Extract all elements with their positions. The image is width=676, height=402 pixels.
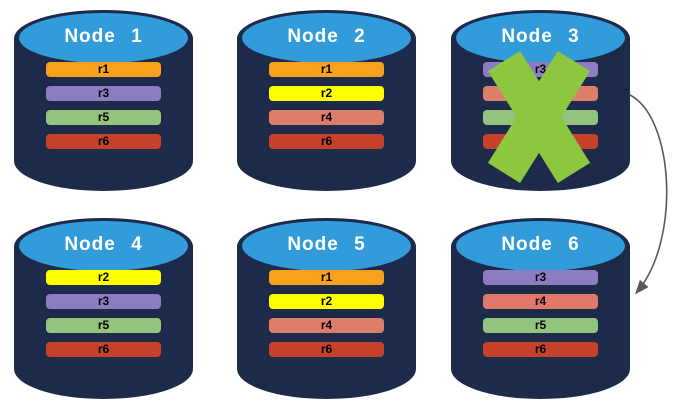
replica-bar: r2 — [269, 294, 384, 309]
replica-list: r1 r2 r4 r6 — [269, 270, 384, 366]
replica-list: r3 r4 r5 r6 — [483, 62, 598, 158]
node-2-cylinder: Node 2 r1 r2 r4 r6 — [237, 10, 416, 191]
replica-bar: r4 — [269, 318, 384, 333]
node-title: Node 2 — [287, 26, 366, 47]
replica-bar: r4 — [269, 110, 384, 125]
node-title: Node 5 — [287, 234, 366, 255]
replica-bar: r3 — [483, 62, 598, 77]
replica-list: r2 r3 r5 r6 — [46, 270, 161, 366]
replica-bar: r1 — [269, 270, 384, 285]
replica-bar: r6 — [46, 342, 161, 357]
replica-bar: r5 — [46, 318, 161, 333]
replica-bar: r6 — [46, 134, 161, 149]
node-3-cylinder: Node 3 r3 r4 r5 r6 — [451, 10, 630, 191]
cylinder-top-face — [242, 221, 411, 271]
replica-bar: r1 — [269, 62, 384, 77]
replica-bar: r5 — [483, 318, 598, 333]
replica-bar: r4 — [483, 294, 598, 309]
replica-list: r1 r2 r4 r6 — [269, 62, 384, 158]
node-title: Node 4 — [64, 234, 143, 255]
node-title: Node 1 — [64, 26, 143, 47]
replica-bar: r2 — [46, 270, 161, 285]
node-title: Node 3 — [501, 26, 580, 47]
replica-bar: r6 — [483, 134, 598, 149]
replica-bar: r1 — [46, 62, 161, 77]
replica-bar: r6 — [269, 134, 384, 149]
node-6-cylinder: Node 6 r3 r4 r5 r6 — [451, 218, 630, 399]
replica-list: r3 r4 r5 r6 — [483, 270, 598, 366]
replica-bar: r3 — [483, 270, 598, 285]
replica-bar: r5 — [483, 110, 598, 125]
replica-bar: r6 — [483, 342, 598, 357]
replica-bar: r5 — [46, 110, 161, 125]
cylinder-top-face — [456, 221, 625, 271]
replica-bar: r3 — [46, 86, 161, 101]
replica-list: r1 r3 r5 r6 — [46, 62, 161, 158]
cylinder-top-face — [19, 221, 188, 271]
node-5-cylinder: Node 5 r1 r2 r4 r6 — [237, 218, 416, 399]
cylinder-top-face — [242, 13, 411, 63]
replica-bar: r3 — [46, 294, 161, 309]
cylinder-top-face — [19, 13, 188, 63]
node-1-cylinder: Node 1 r1 r3 r5 r6 — [14, 10, 193, 191]
node-4-cylinder: Node 4 r2 r3 r5 r6 — [14, 218, 193, 399]
replica-bar: r6 — [269, 342, 384, 357]
node-title: Node 6 — [501, 234, 580, 255]
replica-bar: r4 — [483, 86, 598, 101]
replica-bar: r2 — [269, 86, 384, 101]
arrow-curve — [629, 94, 668, 295]
